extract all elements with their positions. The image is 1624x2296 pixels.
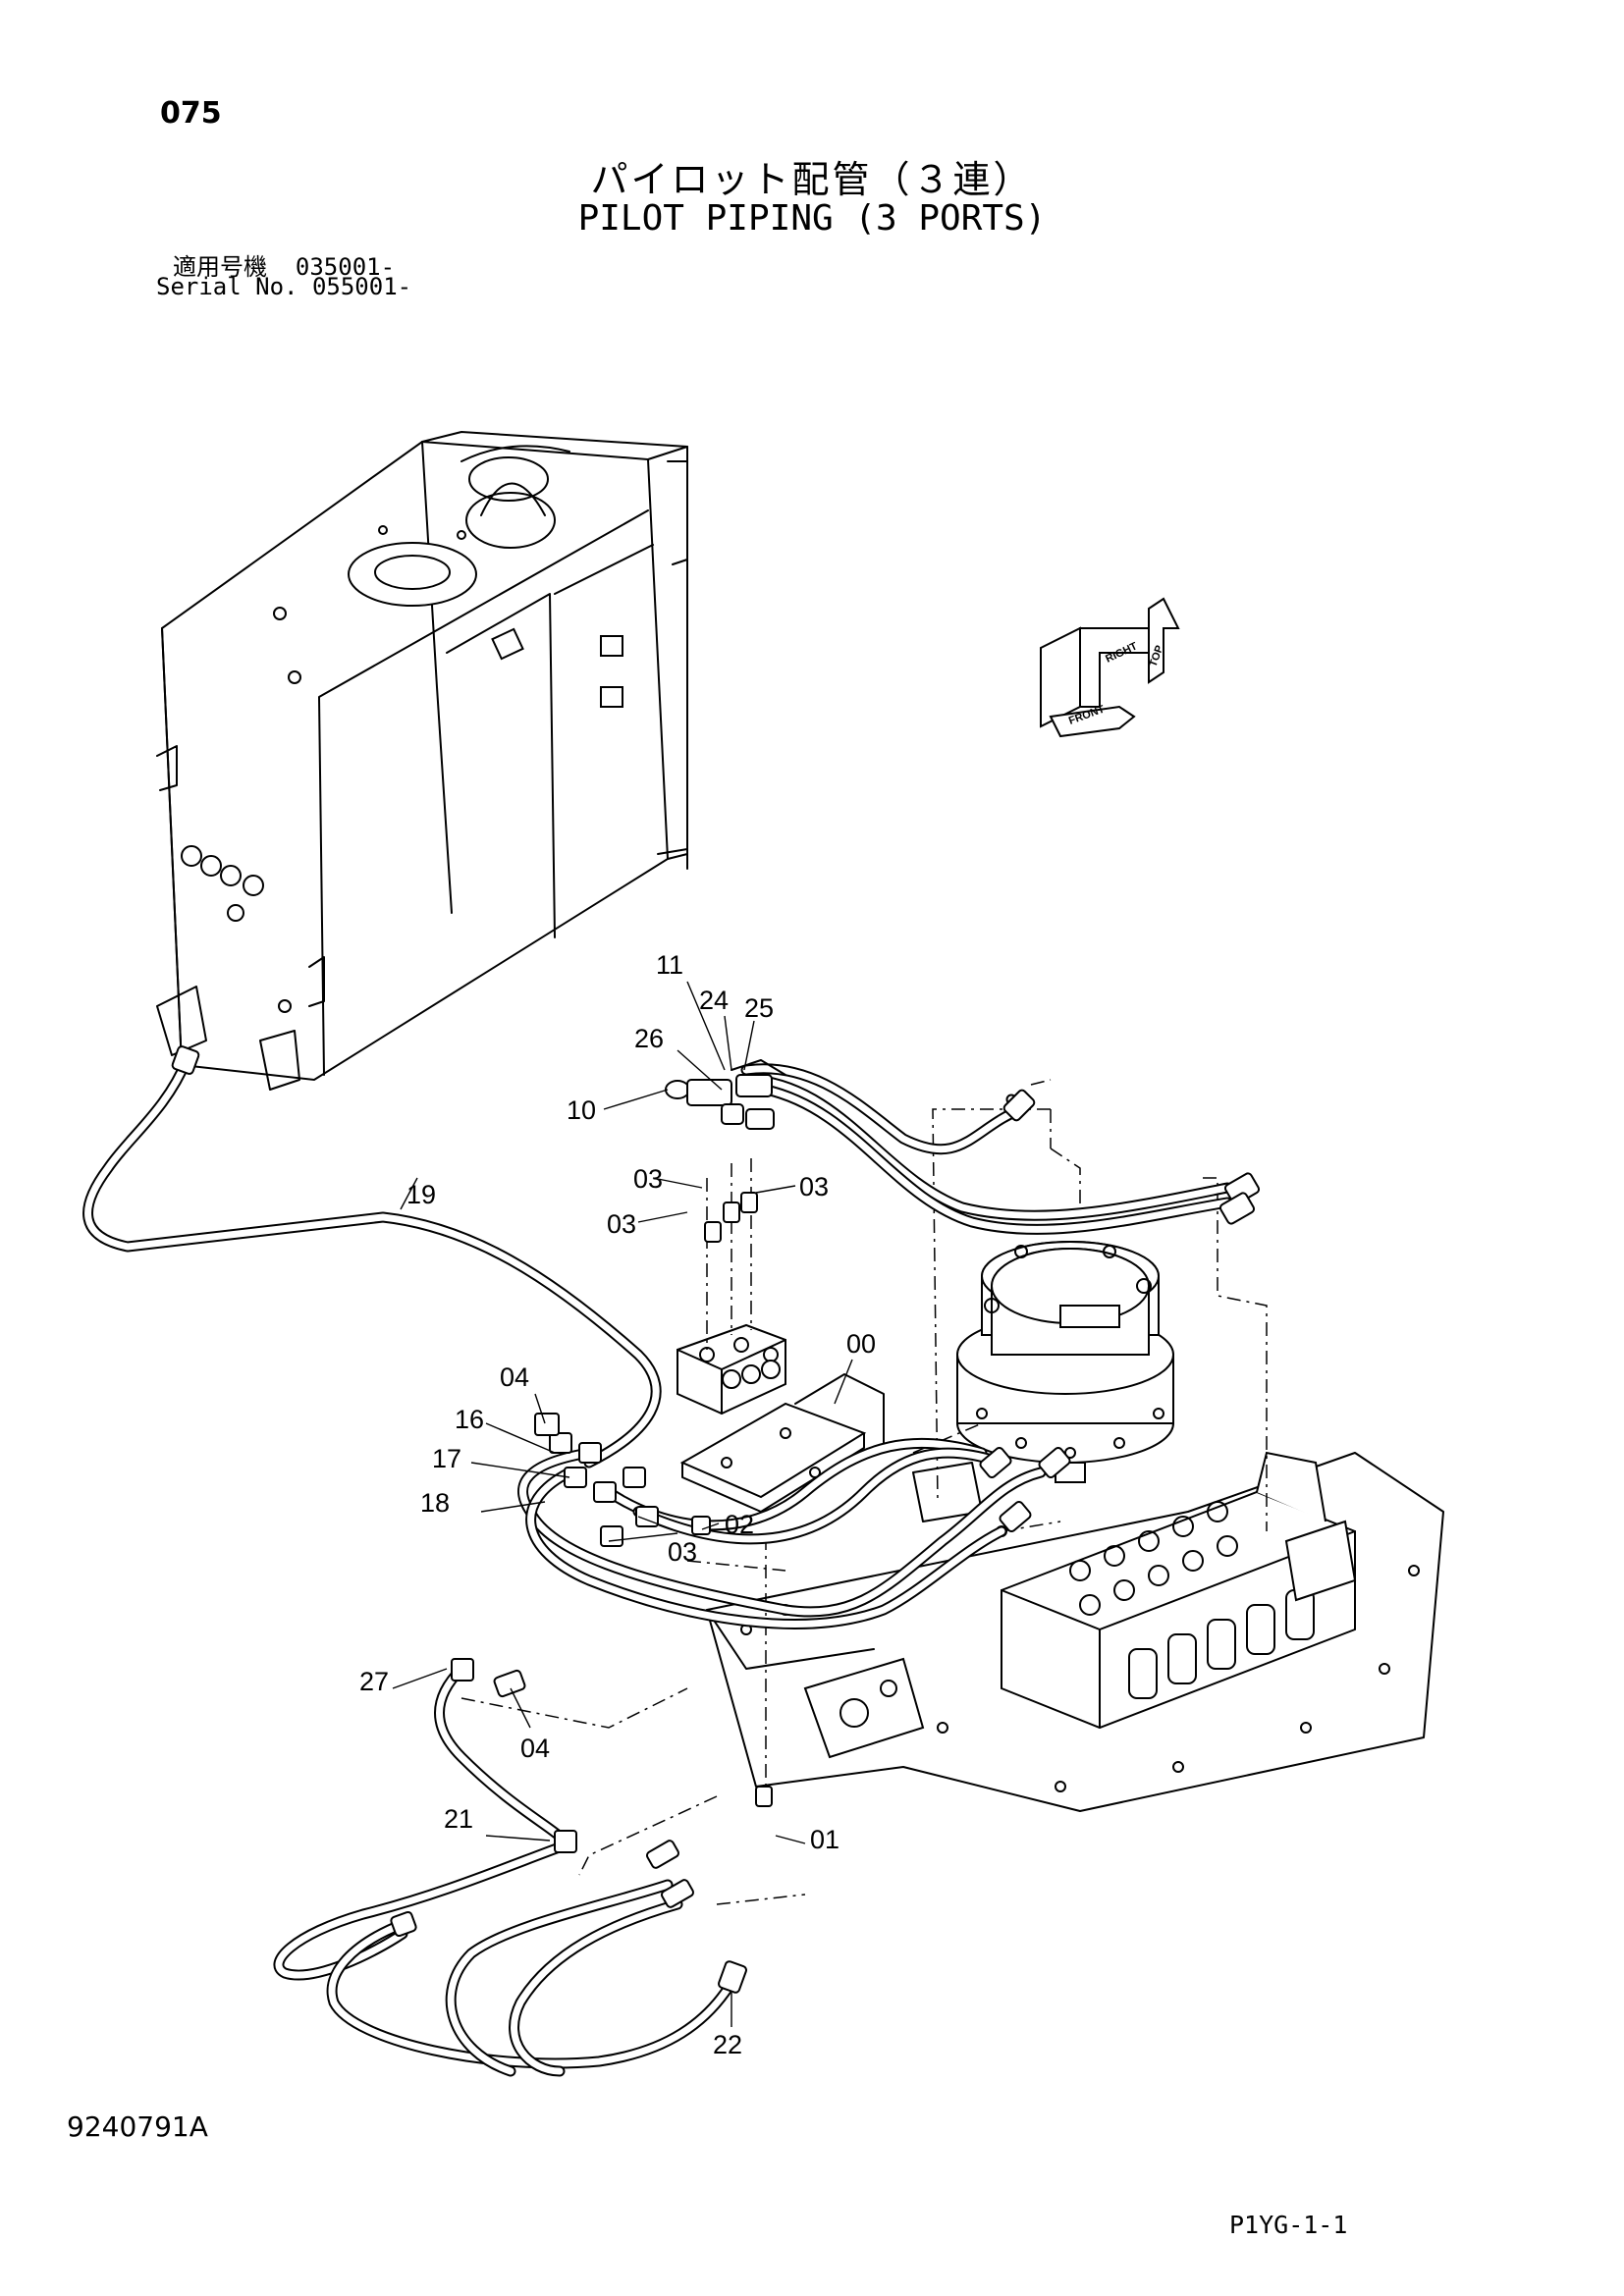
callout-labels: 11 24 25 26 10 19 03 03 03 00 04 16 17 1… bbox=[359, 950, 876, 2059]
callout-10: 10 bbox=[567, 1095, 596, 1125]
callout-03-lower-left: 03 bbox=[607, 1209, 636, 1239]
document-number: 9240791A bbox=[67, 2110, 208, 2143]
callout-11: 11 bbox=[656, 950, 683, 980]
callout-03-upper-left: 03 bbox=[633, 1164, 663, 1194]
shuttle-valve bbox=[803, 1657, 925, 1759]
callout-03-lower: 03 bbox=[668, 1537, 697, 1567]
pilot-manifold bbox=[677, 1323, 786, 1415]
valve-spools bbox=[1128, 1589, 1315, 1699]
tank-port-fittings bbox=[181, 845, 264, 922]
assembly-leaders bbox=[460, 1079, 1268, 1905]
callout-25: 25 bbox=[744, 993, 774, 1023]
callout-24: 24 bbox=[699, 986, 729, 1015]
callout-00: 00 bbox=[846, 1329, 876, 1359]
callout-04-upper: 04 bbox=[500, 1362, 529, 1392]
orientation-indicator: RIGHT TOP FRONT bbox=[1040, 597, 1180, 738]
callout-leaders bbox=[392, 981, 853, 2027]
page-number: 075 bbox=[160, 96, 222, 131]
callout-16: 16 bbox=[455, 1405, 484, 1434]
valve-ports bbox=[1069, 1501, 1238, 1616]
callout-21: 21 bbox=[444, 1804, 473, 1834]
control-valve bbox=[1001, 1451, 1357, 1730]
callout-27: 27 bbox=[359, 1667, 389, 1696]
callout-17: 17 bbox=[432, 1444, 461, 1473]
callout-02: 02 bbox=[725, 1510, 754, 1539]
page-title-japanese: パイロット配管（３連） bbox=[590, 158, 1034, 201]
page-title-english: PILOT PIPING (3 PORTS) bbox=[577, 198, 1047, 239]
fittings bbox=[171, 1045, 1261, 1994]
swing-motor bbox=[956, 1241, 1174, 1483]
serial-range-english: Serial No. 055001- bbox=[156, 273, 412, 300]
pilot-valve-fittings bbox=[665, 1059, 786, 1130]
page-code: P1YG-1-1 bbox=[1229, 2211, 1348, 2239]
callout-04-lower: 04 bbox=[520, 1734, 550, 1763]
hoses bbox=[82, 1054, 1233, 2077]
callout-18: 18 bbox=[420, 1488, 450, 1518]
callout-19: 19 bbox=[406, 1180, 436, 1209]
hydraulic-tank bbox=[156, 431, 688, 1091]
callout-26: 26 bbox=[634, 1024, 664, 1053]
callout-22: 22 bbox=[713, 2030, 742, 2059]
callout-01: 01 bbox=[810, 1825, 839, 1854]
callout-03-upper-right: 03 bbox=[799, 1172, 829, 1201]
serial-range-japanese: 適用号機 035001- bbox=[173, 253, 396, 281]
